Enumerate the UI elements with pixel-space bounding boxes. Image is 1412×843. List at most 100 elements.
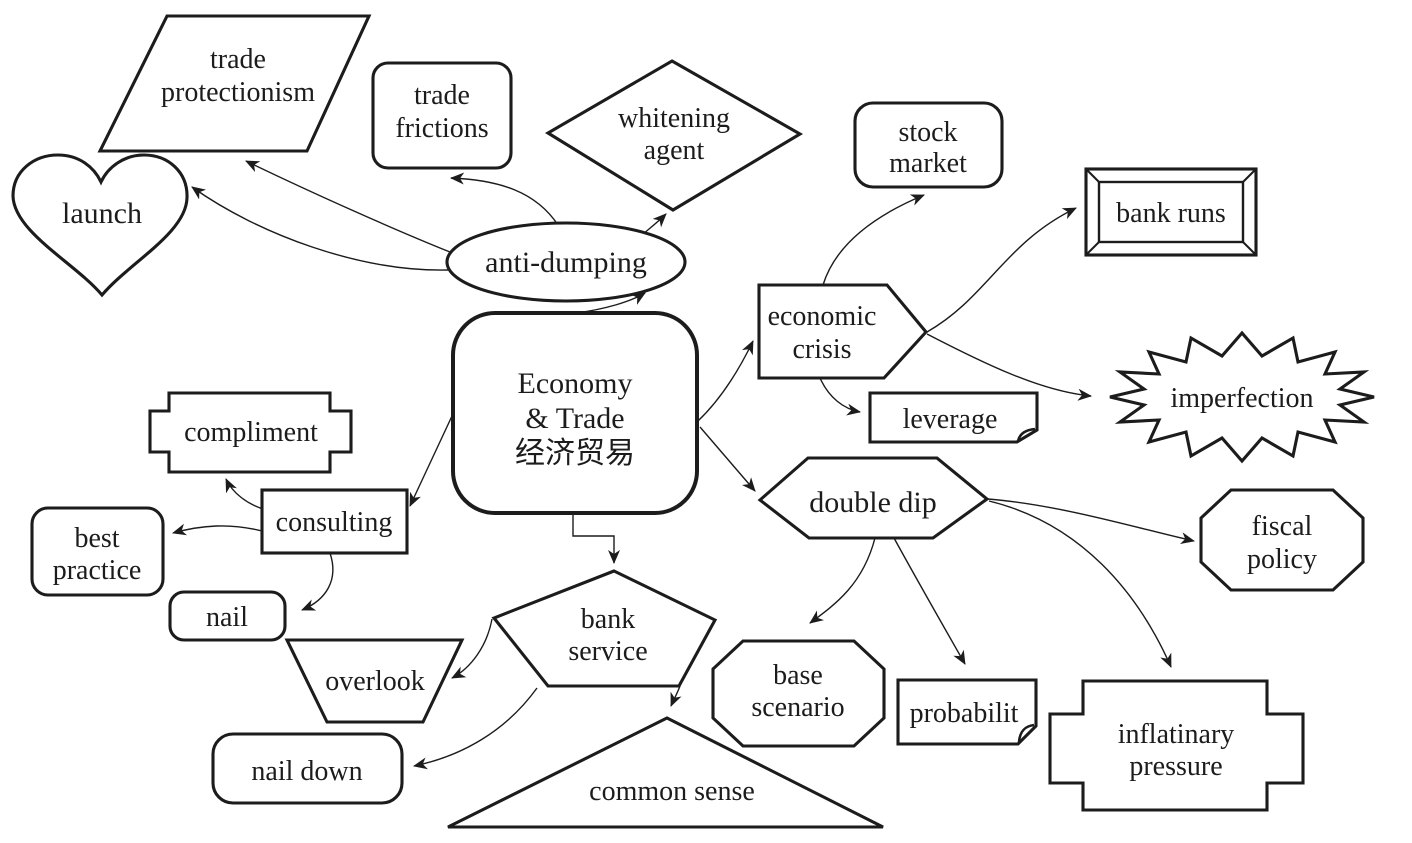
diamond-shape [544, 59, 804, 212]
rect-shape [260, 488, 409, 555]
edge-economic-crisis-stock-market [822, 194, 925, 286]
node-best-practice: best practice [30, 506, 165, 597]
node-double-dip: double dip [757, 456, 990, 540]
edge-bank-service-overlook [451, 618, 493, 679]
node-launch: launch [11, 153, 189, 298]
center-label-line: Economy [518, 367, 633, 400]
center-label-line-chinese: 经济贸易 [515, 437, 635, 470]
starburst-shape [1109, 330, 1375, 464]
ellipse-shape [445, 221, 687, 303]
edge-economy-trade-bank-service [572, 513, 620, 564]
trapezoid-shape [284, 638, 465, 724]
edge-economic-crisis-imperfection [926, 333, 1092, 401]
node-bank-service: bank service [491, 569, 718, 688]
node-inflationary-pressure: inflatinary pressure [1048, 679, 1305, 812]
edge-double-dip-probability [893, 537, 966, 665]
node-whitening-agent: whitening agent [544, 59, 804, 212]
node-label: service [568, 636, 647, 667]
node-label: launch [62, 197, 142, 230]
octagon-shape [711, 639, 886, 748]
node-label: inflatinary [1118, 719, 1235, 750]
frame-outer-shape [1084, 167, 1258, 257]
right-pentagon-shape [757, 283, 929, 380]
node-label: common sense [589, 776, 755, 807]
center-rounded-rect-shape [451, 311, 699, 515]
node-leverage: leverage [868, 391, 1039, 444]
node-label: fiscal [1252, 511, 1313, 542]
node-label: protectionism [161, 77, 315, 108]
node-imperfection: imperfection [1109, 330, 1375, 464]
node-label: bank runs [1116, 198, 1226, 229]
node-nail-down: nail down [211, 732, 404, 805]
node-label: anti-dumping [485, 246, 647, 279]
center-label-line: & Trade [525, 402, 624, 435]
edge-economic-crisis-bank-runs [926, 207, 1077, 333]
node-label: policy [1247, 544, 1317, 575]
edge-economic-crisis-leverage [819, 377, 861, 416]
node-label: base [773, 660, 823, 691]
edge-consulting-best-practice [172, 523, 263, 536]
node-fiscal-policy: fiscal policy [1199, 488, 1365, 592]
node-label: frictions [395, 113, 488, 144]
note-shape [868, 391, 1039, 444]
frame-bevel [1085, 241, 1100, 256]
rounded-rect-shape [211, 732, 404, 805]
node-label: imperfection [1170, 383, 1313, 414]
node-economy-trade-center: Economy & Trade 经济贸易 [451, 311, 699, 515]
note-shape [896, 678, 1038, 746]
node-label: leverage [903, 404, 998, 435]
node-common-sense: common sense [447, 716, 884, 829]
pentagon-shape [491, 569, 718, 688]
edge-economy-trade-consulting [409, 415, 453, 507]
parallelogram-shape [97, 14, 372, 153]
frame-bevel [1242, 241, 1257, 256]
edge-anti-dumping-trade-frictions [450, 172, 559, 226]
frame-inner-shape [1097, 180, 1245, 244]
node-label: double dip [809, 486, 937, 519]
cross-shape [1048, 679, 1305, 812]
node-label: trade [414, 80, 470, 111]
node-label: stock [898, 117, 957, 148]
node-label: crisis [792, 334, 851, 365]
node-label: economic [768, 301, 877, 332]
edge-anti-dumping-trade-protectionism [245, 160, 451, 253]
node-anti-dumping: anti-dumping [445, 221, 687, 303]
edge-consulting-compliment [225, 478, 264, 510]
node-label: market [889, 148, 967, 179]
node-overlook: overlook [284, 638, 465, 724]
rounded-rect-shape [371, 61, 513, 170]
frame-bevel [1242, 168, 1257, 183]
node-bank-runs: bank runs [1084, 167, 1258, 257]
octagon-shape [1199, 488, 1365, 592]
frame-bevel [1085, 168, 1100, 183]
node-consulting: consulting [260, 488, 409, 555]
rounded-rect-shape [853, 101, 1004, 189]
edge-double-dip-base-scenario [809, 537, 876, 624]
edge-bank-service-common-sense [670, 685, 682, 707]
edge-anti-dumping-launch [191, 186, 449, 271]
node-probability: probabilit [896, 678, 1038, 746]
edge-economy-trade-economic-crisis [697, 340, 754, 422]
triangle-shape [447, 716, 884, 829]
cross-shape [148, 391, 353, 474]
node-label: scenario [751, 692, 844, 723]
rounded-rect-shape [168, 590, 287, 642]
edge-double-dip-inflationary-pressure [988, 500, 1172, 668]
node-label: agent [644, 135, 705, 166]
node-label: probabilit [910, 698, 1019, 729]
node-label: overlook [325, 666, 425, 697]
node-trade-frictions: trade frictions [371, 61, 513, 170]
node-label: practice [53, 555, 142, 586]
note-fold [1017, 723, 1035, 743]
edge-economy-trade-double-dip [699, 426, 756, 492]
node-compliment: compliment [148, 391, 353, 474]
node-label: nail [206, 602, 248, 633]
node-stock-market: stock market [853, 101, 1004, 189]
node-nail: nail [168, 590, 287, 642]
node-base-scenario: base scenario [711, 639, 886, 748]
note-fold [1016, 427, 1036, 442]
node-label: whitening [618, 103, 730, 134]
node-label: consulting [276, 507, 393, 538]
edges [172, 160, 1195, 770]
